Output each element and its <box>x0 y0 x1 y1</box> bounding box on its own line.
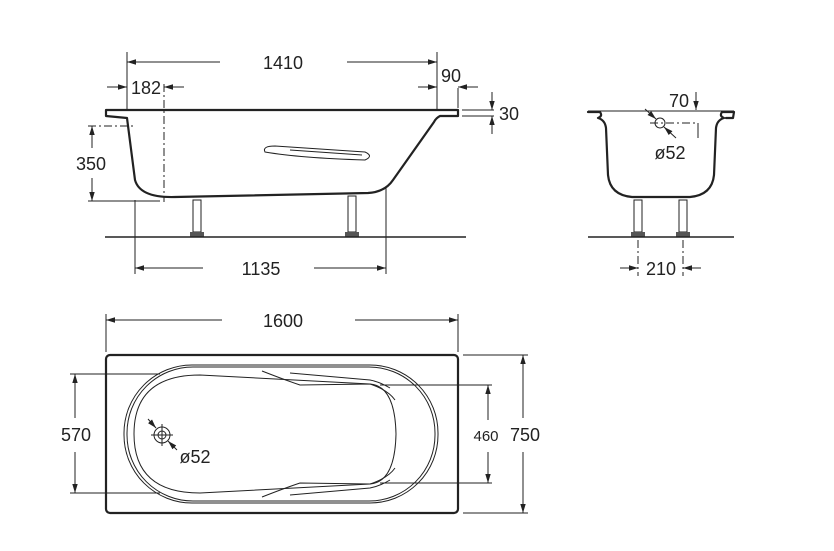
leg-left <box>192 199 202 233</box>
side-tub-outline <box>104 108 460 199</box>
dim-70: 70 <box>669 91 689 111</box>
dim-overflow-diameter: ø52 <box>654 143 685 163</box>
side-armrest <box>264 145 370 161</box>
top-rim-outline <box>104 353 460 515</box>
dim-182: 182 <box>131 78 161 98</box>
side-view: 1410 182 90 30 350 1135 <box>76 52 519 279</box>
dim-570: 570 <box>61 425 91 445</box>
dim-1410: 1410 <box>263 53 303 73</box>
top-basin <box>133 374 397 494</box>
end-view: 70 ø52 210 <box>586 91 736 279</box>
leg-right <box>347 195 357 233</box>
dim-drain-diameter: ø52 <box>179 447 210 467</box>
dim-350: 350 <box>76 154 106 174</box>
dim-1600: 1600 <box>263 311 303 331</box>
dim-30: 30 <box>499 104 519 124</box>
end-tub-outline <box>586 110 736 199</box>
dim-460: 460 <box>473 428 498 445</box>
top-view: 1600 ø52 570 460 750 <box>61 311 540 515</box>
dim-210: 210 <box>646 259 676 279</box>
dim-90: 90 <box>441 66 461 86</box>
dim-1135: 1135 <box>242 259 281 279</box>
dim-750: 750 <box>510 425 540 445</box>
